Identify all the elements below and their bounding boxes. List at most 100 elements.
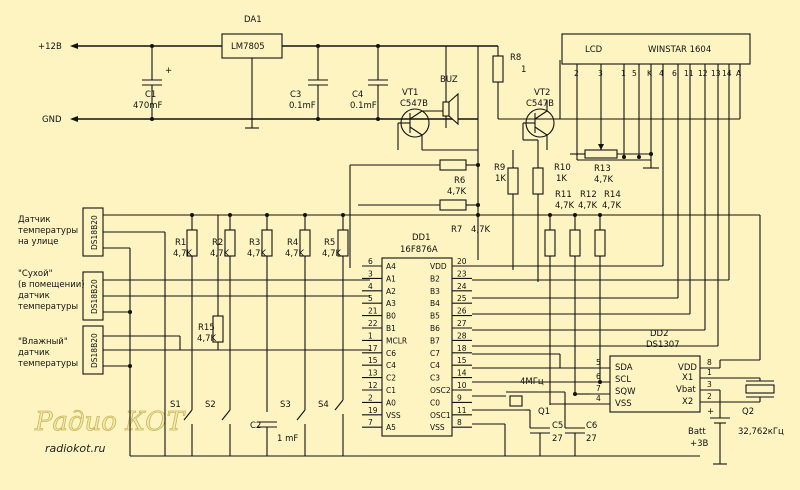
rtc-pin: X2	[682, 397, 693, 407]
r4-value: 4,7K	[285, 249, 305, 259]
rtc-part: DS1307	[646, 340, 680, 350]
r14-value: 4,7K	[602, 201, 622, 211]
mcu-pin-number: 24	[457, 282, 467, 291]
mcu-pin-name: A2	[386, 287, 396, 296]
lcd-pin: 13	[711, 69, 721, 78]
switch-label: S1	[170, 400, 181, 410]
mcu-pin-number: 4	[368, 282, 373, 291]
sensor-desc: на улице	[18, 237, 58, 247]
mcu-pin-number: 28	[457, 331, 467, 340]
resistor-r12	[569, 215, 581, 380]
mcu-pin-name: C0	[430, 398, 440, 407]
mcu-pin-name: VDD	[430, 262, 447, 271]
mcu-pin-name: VSS	[430, 423, 445, 432]
lcd-pin: A	[736, 69, 742, 78]
mcu-pin-number: 15	[457, 356, 467, 365]
sensor-outdoor: DS18B20	[82, 207, 104, 257]
mcu-pin-name: VSS	[386, 411, 401, 420]
mcu-pin-number: 1	[368, 331, 373, 340]
mcu-pin-number: 9	[457, 393, 462, 402]
capacitor-c6	[565, 427, 585, 456]
lcd-pin: 5	[632, 69, 637, 78]
mcu-pin-number: 25	[457, 294, 467, 303]
mcu-left-pins: 6A43A14A25A321B022B11MCLR17C615C413C212C…	[362, 257, 407, 432]
mcu-pin-number: 20	[457, 257, 467, 266]
r3-value: 4,7K	[247, 249, 267, 259]
rtc-pin-number: 5	[596, 358, 601, 367]
battery-label: Batt	[688, 427, 706, 437]
mcu-pin-number: 18	[457, 344, 467, 353]
sensor-wet: DS18B20	[82, 325, 104, 375]
r9-ref: R9	[494, 163, 505, 173]
resistor-r6	[349, 159, 478, 268]
vt1-part: C547B	[400, 99, 428, 109]
lcd-pin: 11	[684, 69, 694, 78]
capacitor-c3	[308, 44, 328, 121]
sensor-desc: датчик	[18, 348, 50, 358]
mcu-pin-name: A1	[386, 274, 396, 283]
resistor-r8	[492, 55, 561, 120]
rtc-pin-number: 1	[707, 368, 712, 377]
r8-ref: R8	[510, 53, 521, 63]
mcu-pin-number: 3	[368, 269, 373, 278]
rtc-pin-number: 4	[596, 394, 601, 403]
vt2-part: C547B	[526, 99, 554, 109]
label-plus12: +12В	[38, 42, 62, 52]
rtc-pin: X1	[682, 373, 693, 383]
r7-value: 4,7K	[471, 225, 491, 235]
sensor-desc: температуры	[18, 226, 78, 236]
sensor-desc: (в помещении)	[18, 280, 85, 290]
rtc-pin-number: 2	[707, 392, 712, 401]
transistor-vt1	[398, 108, 478, 151]
mcu-pin-name: A3	[386, 299, 396, 308]
sensor-desc: температуры	[18, 302, 78, 312]
mcu-pin-name: C4	[386, 361, 396, 370]
r15-ref: R15	[198, 323, 215, 333]
c4-value: 0.1mF	[350, 101, 377, 111]
r13-ref: R13	[594, 164, 611, 174]
mcu-pin-name: B0	[386, 312, 396, 321]
mcu-pin-name: B5	[430, 312, 440, 321]
r15-value: 4,7K	[197, 334, 217, 344]
sensor-part: DS18B20	[90, 215, 99, 250]
switch-label: S2	[205, 400, 216, 410]
mcu-pin-name: C7	[430, 349, 440, 358]
q2-ref: Q2	[742, 407, 754, 417]
crystal-q2	[745, 378, 775, 402]
regulator-da1	[221, 33, 283, 129]
r10-value: 1K	[556, 174, 567, 184]
rtc-pin: SDA	[615, 363, 633, 373]
c5-ref: C5	[552, 421, 563, 431]
c1-ref: C1	[145, 90, 156, 100]
mcu-pin-name: B4	[430, 299, 440, 308]
r13-value: 4,7K	[594, 175, 614, 185]
switches	[183, 296, 344, 456]
mcu-pin-number: 6	[368, 257, 373, 266]
rtc-ref: DD2	[650, 329, 669, 339]
vt2-ref: VT2	[534, 88, 550, 98]
mcu-pin-name: B1	[386, 324, 396, 333]
c2-value: 1 mF	[277, 434, 298, 444]
mcu-dd1	[381, 257, 453, 437]
battery-plus: +	[707, 407, 714, 417]
q2-value: 32,762кГц	[738, 427, 784, 437]
mcu-ref: DD1	[412, 233, 431, 243]
misc-wiring	[472, 354, 602, 456]
mcu-pin-name: A4	[386, 262, 396, 271]
mcu-pin-name: B2	[430, 274, 440, 283]
rtc-pin-number: 3	[707, 380, 712, 389]
mcu-pin-name: OSC2	[430, 386, 451, 395]
lcd-pin: 1	[621, 69, 626, 78]
capacitor-c5	[530, 427, 550, 456]
mcu-pin-name: B6	[430, 324, 440, 333]
mcu-pin-number: 12	[368, 381, 378, 390]
mcu-pin-number: 5	[368, 294, 373, 303]
battery-value: +3В	[690, 439, 709, 449]
pullup-resistors	[186, 213, 349, 412]
watermark-logo: Радио КОТ	[34, 407, 186, 437]
mcu-pin-number: 7	[368, 418, 373, 427]
resistor-r11	[544, 215, 556, 405]
sensor-part: DS18B20	[90, 333, 99, 368]
mcu-pin-number: 15	[368, 356, 378, 365]
